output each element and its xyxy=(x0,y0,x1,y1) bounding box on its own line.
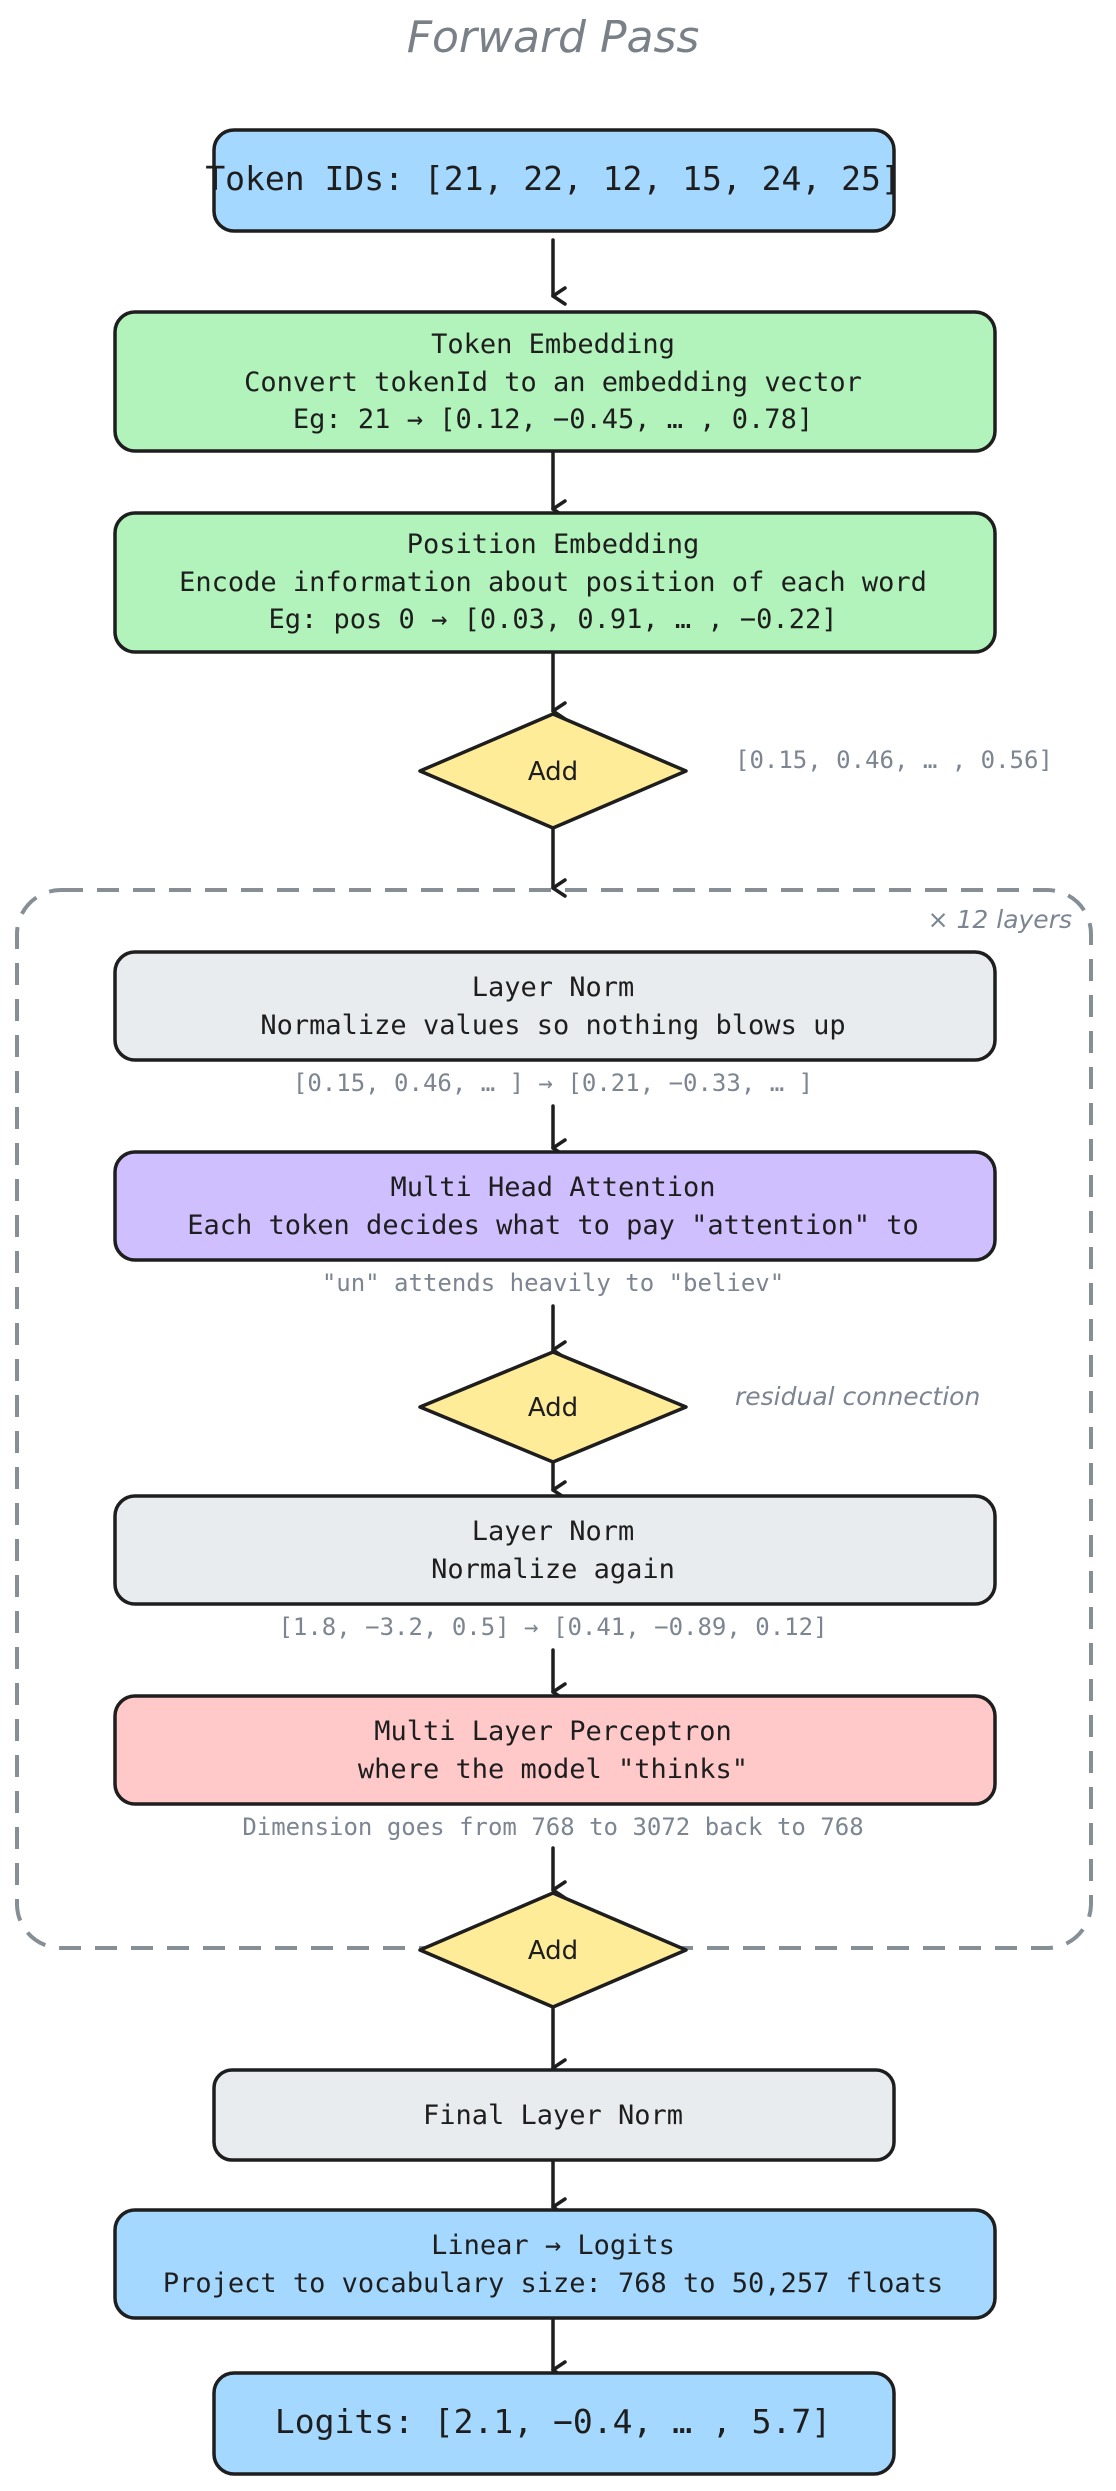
layer-norm-2-node: Layer Norm Normalize again xyxy=(113,1494,997,1606)
token-ids-text: Token IDs: [21, 22, 12, 15, 24, 25] xyxy=(205,159,900,198)
linear-logits-node: Linear → Logits Project to vocabulary si… xyxy=(113,2208,997,2320)
final-layer-norm-title: Final Layer Norm xyxy=(423,2100,683,2131)
layer-norm-1-description: Normalize values so nothing blows up xyxy=(260,1010,845,1041)
add-node-embeddings: Add xyxy=(418,712,688,830)
token-ids-node: Token IDs: [21, 22, 12, 15, 24, 25] xyxy=(205,128,901,233)
token-embedding-description: Convert tokenId to an embedding vector xyxy=(244,367,862,398)
position-embedding-example: Eg: pos 0 → [0.03, 0.91, … , −0.22] xyxy=(269,604,838,635)
mlp-dimension-note: Dimension goes from 768 to 3072 back to … xyxy=(242,1813,863,1841)
mlp-description: where the model "thinks" xyxy=(358,1754,748,1785)
attention-title: Multi Head Attention xyxy=(390,1172,715,1203)
linear-logits-title: Linear → Logits xyxy=(431,2230,675,2261)
layer-norm-1-example-note: [0.15, 0.46, … ] → [0.21, −0.33, … ] xyxy=(293,1069,813,1097)
layers-count-label: × 12 layers xyxy=(928,905,1072,934)
logits-node: Logits: [2.1, −0.4, … , 5.7] xyxy=(212,2371,896,2476)
mlp-title: Multi Layer Perceptron xyxy=(374,1716,732,1747)
residual-connection-note: residual connection xyxy=(735,1382,980,1411)
add-label-1: Add xyxy=(528,757,578,787)
linear-logits-description: Project to vocabulary size: 768 to 50,25… xyxy=(163,2268,943,2299)
mlp-node: Multi Layer Perceptron where the model "… xyxy=(113,1694,997,1806)
position-embedding-title: Position Embedding xyxy=(407,529,700,560)
token-embedding-example: Eg: 21 → [0.12, −0.45, … , 0.78] xyxy=(293,404,813,435)
attention-example-note: "un" attends heavily to "believ" xyxy=(322,1269,784,1297)
add-vector-note: [0.15, 0.46, … , 0.56] xyxy=(735,746,1053,774)
add-node-mlp-residual: Add xyxy=(418,1891,688,2009)
layer-norm-2-description: Normalize again xyxy=(431,1554,675,1585)
layer-norm-1-node: Layer Norm Normalize values so nothing b… xyxy=(113,950,997,1062)
layer-norm-2-example-note: [1.8, −3.2, 0.5] → [0.41, −0.89, 0.12] xyxy=(278,1613,827,1641)
token-embedding-title: Token Embedding xyxy=(431,329,675,360)
token-embedding-node: Token Embedding Convert tokenId to an em… xyxy=(113,310,997,453)
layer-norm-2-title: Layer Norm xyxy=(472,1516,635,1547)
multi-head-attention-node: Multi Head Attention Each token decides … xyxy=(113,1150,997,1262)
layer-norm-1-title: Layer Norm xyxy=(472,972,635,1003)
diagram-title: Forward Pass xyxy=(407,12,700,63)
add-node-residual: Add xyxy=(418,1350,688,1464)
attention-description: Each token decides what to pay "attentio… xyxy=(187,1210,919,1241)
add-label-3: Add xyxy=(528,1936,578,1966)
add-label-2: Add xyxy=(528,1393,578,1423)
position-embedding-node: Position Embedding Encode information ab… xyxy=(113,511,997,654)
logits-text: Logits: [2.1, −0.4, … , 5.7] xyxy=(275,2402,831,2441)
position-embedding-description: Encode information about position of eac… xyxy=(179,567,927,598)
final-layer-norm-node: Final Layer Norm xyxy=(212,2068,896,2162)
